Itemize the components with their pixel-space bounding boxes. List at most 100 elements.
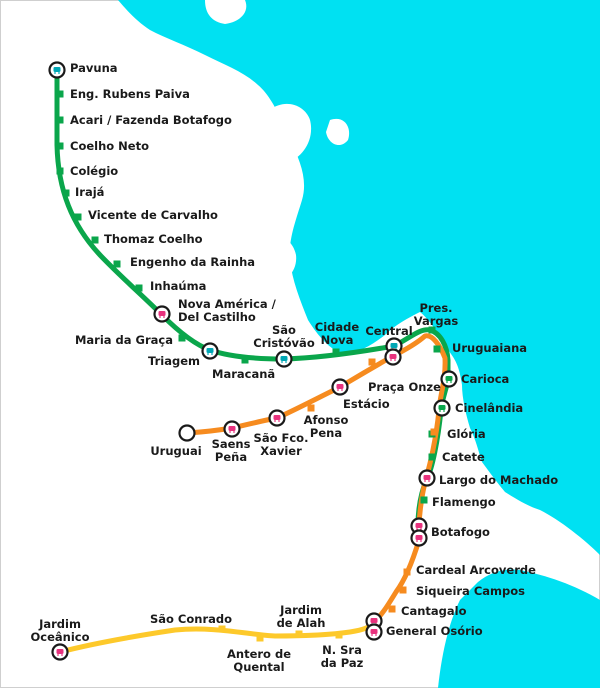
label-line: Jardim [279,603,322,617]
label-uruguai: Uruguai [150,444,201,458]
station-tick [135,284,143,292]
label-line: São [272,323,296,337]
bus-icon [389,354,397,359]
label-line: Vicente de Carvalho [88,208,218,222]
station-node-saens-pena [223,420,241,438]
station-tick [56,142,64,150]
label-line: Maracanã [212,367,275,381]
label-line: Pres. [419,301,452,315]
label-engenho-da-rainha: Engenho da Rainha [130,255,255,269]
wheel-icon [420,528,422,530]
label-line: Uruguai [150,444,201,458]
wheel-icon [420,540,422,542]
label-line: São Conrado [150,612,232,626]
label-line: Nova América / [178,297,277,311]
station-tick [256,634,264,642]
label-line: Cristóvão [253,336,315,350]
station-tick [295,630,303,638]
label-line: N. Sra [322,643,362,657]
label-eng-rubens-paiva: Eng. Rubens Paiva [70,87,190,101]
wheel-icon [58,72,60,74]
label-line: General Osório [386,624,483,638]
label-line: Saens [212,437,251,451]
wheel-icon [285,361,287,363]
label-line: Triagem [148,354,200,368]
label-cinelandia: Cinelândia [455,401,523,415]
station-node-nova-america [153,305,171,323]
bus-icon [158,311,166,316]
bay-water [118,0,600,555]
wheel-icon [159,316,161,318]
station-node-jardim-oceanico [51,643,69,661]
station-tick [113,260,121,268]
station-node-botafogo-line1 [410,529,428,547]
label-sao-conrado: São Conrado [150,612,232,626]
station-tick [241,356,249,364]
wheel-icon [428,480,430,482]
tram-icon [438,405,446,410]
wheel-icon [375,634,377,636]
label-line: Glória [447,427,486,441]
label-triagem: Triagem [148,354,200,368]
station-tick [428,453,436,461]
station-tick [62,189,70,197]
station-tick [335,631,343,639]
station-ticks [56,90,441,642]
label-praca-onze: Praça Onze [368,380,441,394]
station-tick [307,404,315,412]
label-line: Colégio [70,164,118,178]
label-line: Central [365,324,412,338]
station-tick [74,213,82,221]
label-line: Pena [310,426,342,440]
label-line: Thomaz Coelho [104,232,203,246]
station-tick [332,348,340,356]
label-line: Peña [215,450,247,464]
station-node-estacio [331,378,349,396]
train-icon [280,356,288,361]
label-line: Catete [442,450,485,464]
station-node-central-line1 [384,348,402,366]
label-line: Maria da Graça [75,333,173,347]
wheel-icon [61,654,63,656]
guanabara-bay-water [118,0,600,688]
label-carioca: Carioca [461,372,509,386]
label-thomaz-coelho: Thomaz Coelho [104,232,203,246]
wheel-icon [233,431,235,433]
label-catete: Catete [442,450,485,464]
bus-icon [370,618,378,623]
station-tick [388,605,396,613]
train-icon [206,348,214,353]
label-line: Quental [233,660,284,674]
station-node-uruguai [178,424,196,442]
train-icon [53,67,61,72]
label-line: Coelho Neto [70,139,149,153]
label-line: Del Castilho [178,310,256,324]
label-line: Irajá [75,185,104,199]
label-line: Botafogo [431,525,490,539]
label-line: Oceânico [31,630,90,644]
ocean-water [438,569,600,688]
station-tick [368,358,376,366]
label-line: Carioca [461,372,509,386]
bus-icon [228,426,236,431]
label-cantagalo: Cantagalo [401,604,467,618]
line-4-route [57,619,377,655]
wheel-icon [281,361,283,363]
label-line: Acari / Fazenda Botafogo [70,113,232,127]
station-nodes [48,61,458,661]
label-line: de Alah [277,616,326,630]
station-tick [56,116,64,124]
label-line: Pavuna [70,61,118,75]
label-iraja: Irajá [75,185,104,199]
label-central: Central [365,324,412,338]
station-tick [428,326,436,334]
train-icon [390,343,398,348]
label-line: Vargas [414,314,459,328]
wheel-icon [211,353,213,355]
label-line: Inhaúma [150,279,206,293]
